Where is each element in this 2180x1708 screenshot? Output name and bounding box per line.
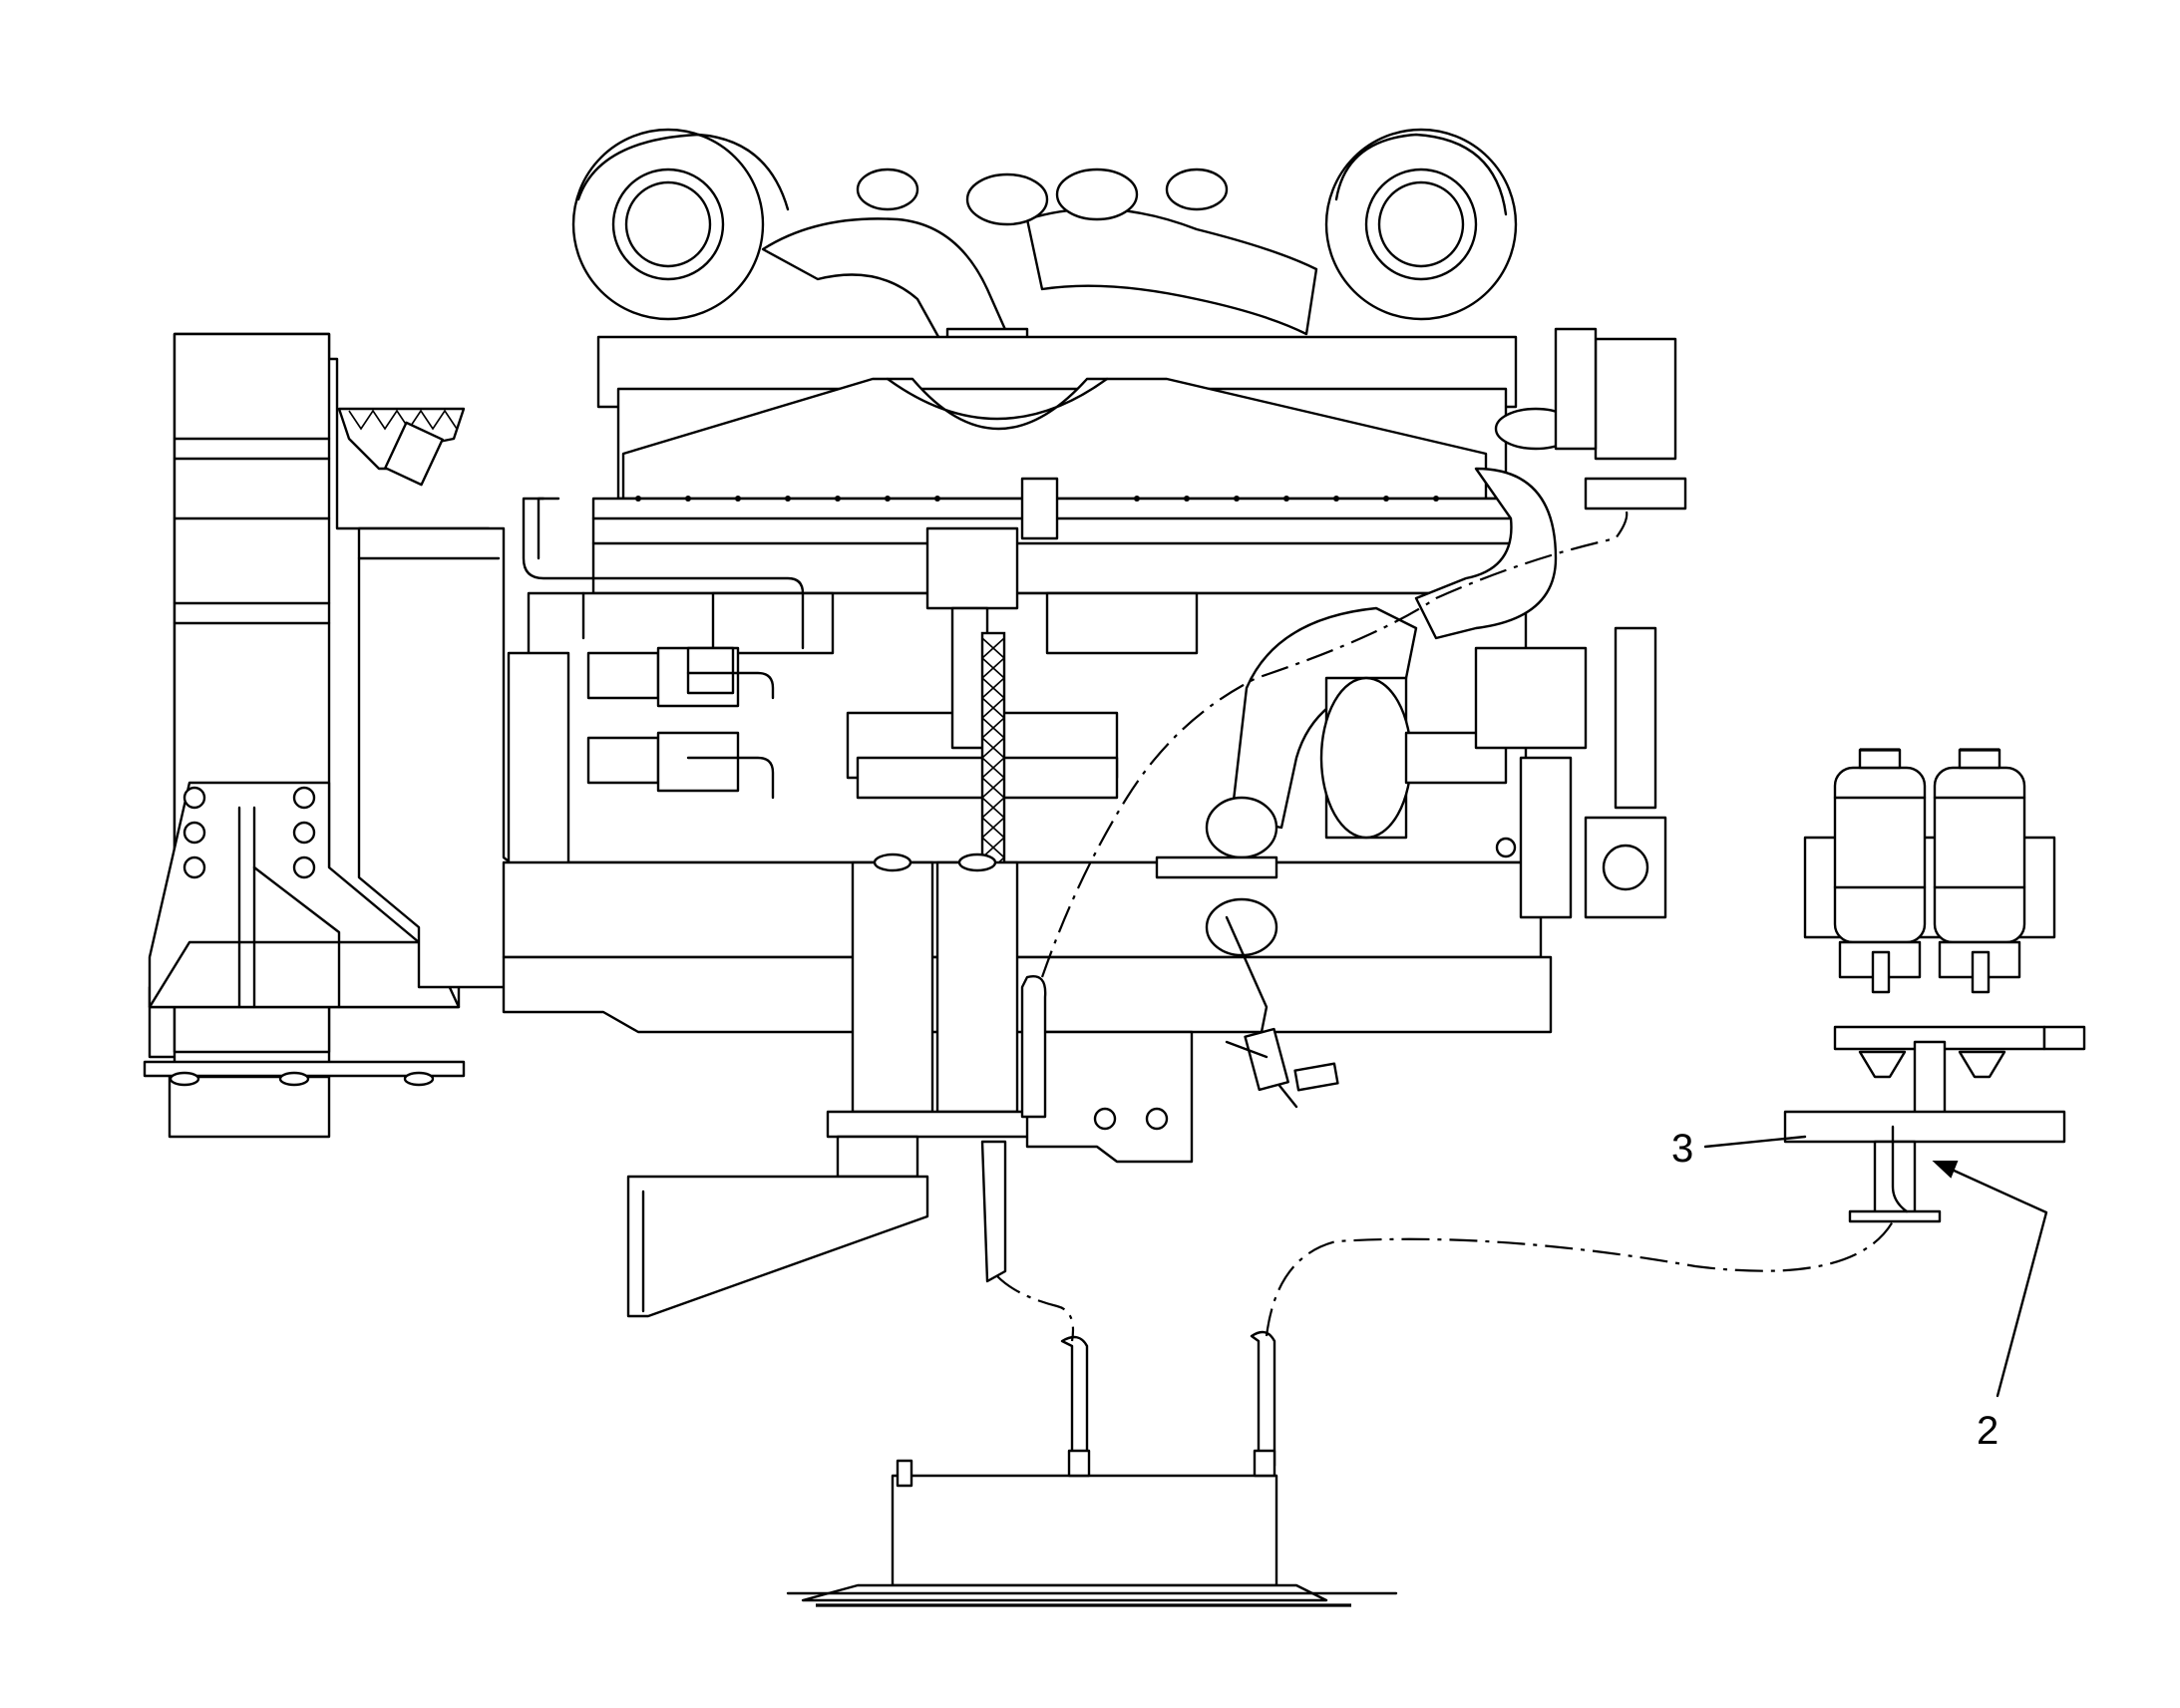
fuel-tank-icon xyxy=(786,975,1398,1607)
engine-assembly-icon xyxy=(502,128,1687,1318)
callout-2-label: 2 xyxy=(1977,1409,1998,1453)
fuel-line-routing xyxy=(996,508,1894,1342)
air-intake-mount-icon xyxy=(143,332,526,1139)
callout-3-label: 3 xyxy=(1671,1127,1693,1171)
callout-3: 3 xyxy=(1671,1127,1807,1171)
fuel-filter-assembly-icon xyxy=(1783,748,2086,1223)
callout-2: 2 xyxy=(1932,1161,2048,1453)
